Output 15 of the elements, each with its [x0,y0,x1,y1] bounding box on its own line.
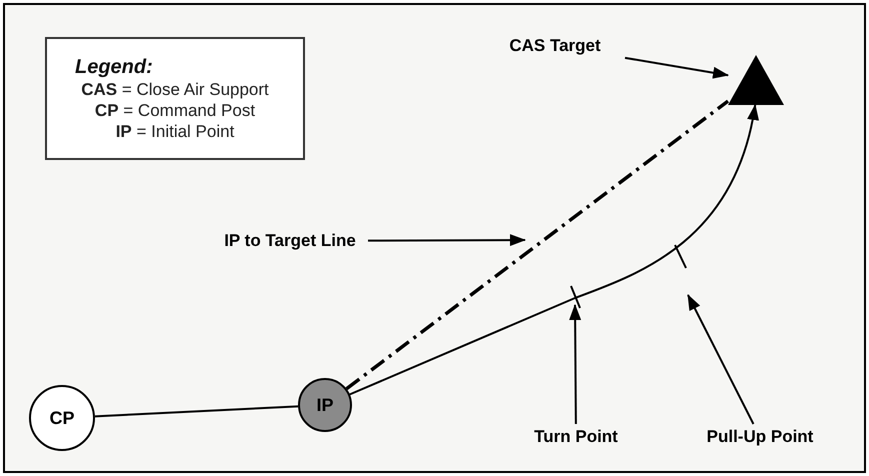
legend-entry: CAS = Close Air Support [81,79,269,100]
callout-label: Turn Point [528,424,624,450]
legend-heading: Legend: [75,55,153,79]
callout-label: IP to Target Line [212,228,368,254]
callout-label: Pull-Up Point [692,424,828,450]
callout-label: CAS Target [485,33,625,59]
target-triangle [728,55,784,105]
legend-box [45,37,305,160]
legend-entry: CP = Command Post [94,100,256,121]
leader-arrow [687,294,754,424]
leader-arrow [569,304,582,424]
legend-entry: IP = Initial Point [116,121,234,142]
connector-line [94,405,298,418]
leader-arrow [368,234,526,246]
flight-path-arrow [624,56,729,79]
